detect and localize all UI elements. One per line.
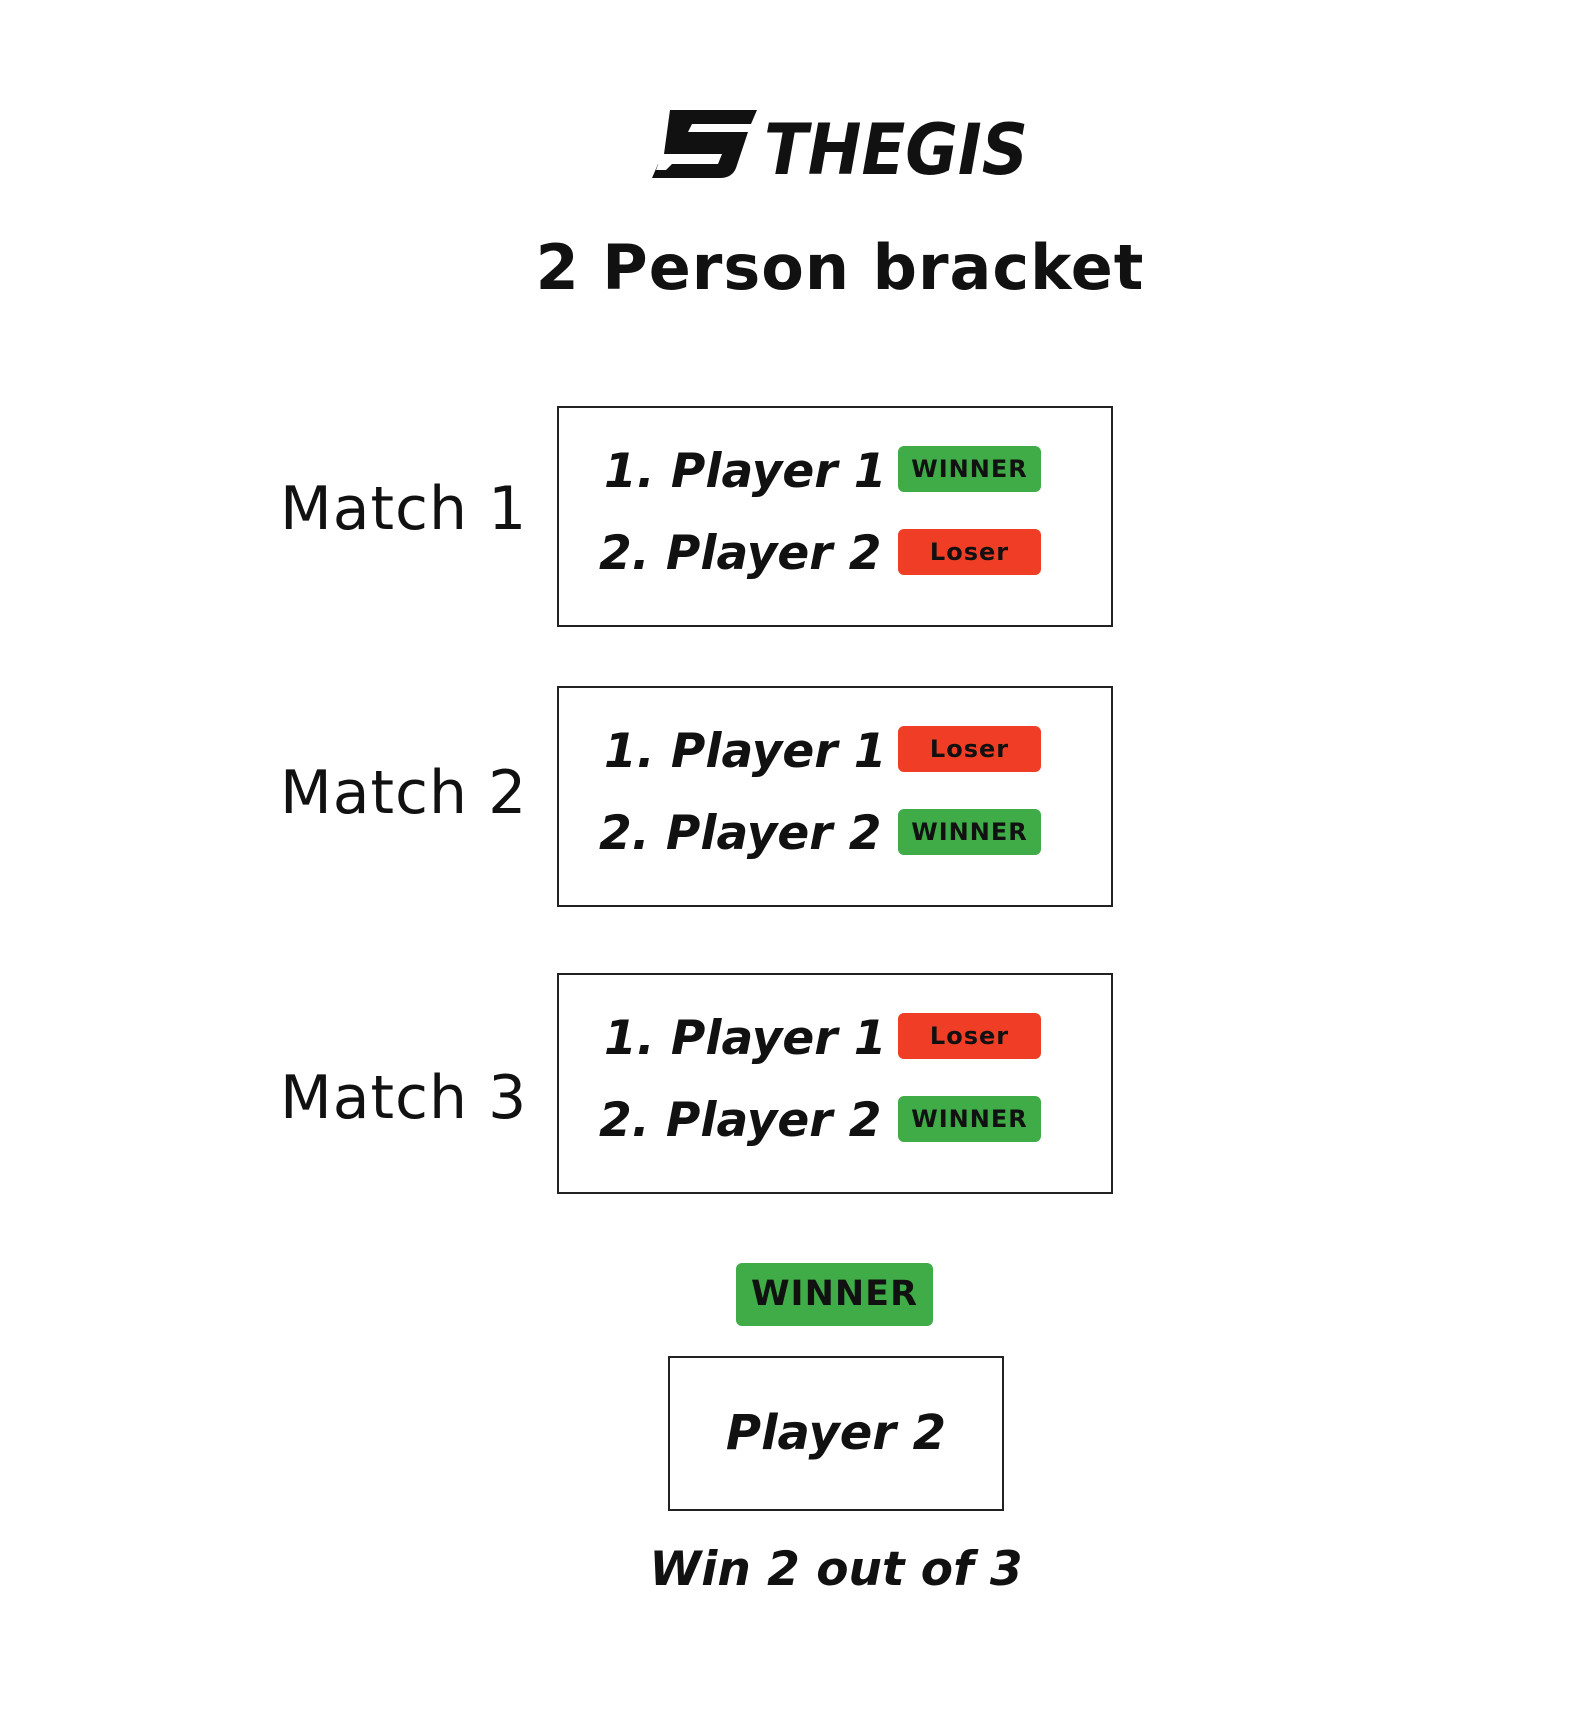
match-1-box: 1. Player 1 WINNER 2. Player 2 Loser xyxy=(557,406,1113,627)
thegis-logo: THEGIS xyxy=(652,110,1032,182)
match-3-label: Match 3 xyxy=(280,1063,528,1133)
match-1-player-1: 1. Player 1 xyxy=(604,444,887,499)
match-3-player-1: 1. Player 1 xyxy=(604,1011,887,1066)
final-winner-badge: WINNER xyxy=(736,1263,933,1326)
format-note: Win 2 out of 3 xyxy=(649,1542,1023,1597)
match-1-player-1-winner-badge: WINNER xyxy=(898,446,1041,492)
match-1-label: Match 1 xyxy=(280,474,528,544)
match-2-label: Match 2 xyxy=(280,758,528,828)
match-3-player-2-winner-badge: WINNER xyxy=(898,1096,1041,1142)
match-2-player-1-loser-badge: Loser xyxy=(898,726,1041,772)
final-winner-box: Player 2 xyxy=(668,1356,1004,1511)
logo-graphic: THEGIS xyxy=(652,110,1028,182)
match-2-box: 1. Player 1 Loser 2. Player 2 WINNER xyxy=(557,686,1113,907)
page-title: 2 Person bracket xyxy=(535,231,1145,304)
match-3-box: 1. Player 1 Loser 2. Player 2 WINNER xyxy=(557,973,1113,1194)
match-2-player-2-winner-badge: WINNER xyxy=(898,809,1041,855)
match-3-player-1-loser-badge: Loser xyxy=(898,1013,1041,1059)
match-1-player-2: 2. Player 2 xyxy=(599,526,882,581)
match-3-player-2: 2. Player 2 xyxy=(599,1093,882,1148)
svg-text:THEGIS: THEGIS xyxy=(764,110,1028,182)
match-2-player-1: 1. Player 1 xyxy=(604,724,887,779)
match-1-player-2-loser-badge: Loser xyxy=(898,529,1041,575)
match-2-player-2: 2. Player 2 xyxy=(599,806,882,861)
final-winner-player: Player 2 xyxy=(725,1405,947,1461)
